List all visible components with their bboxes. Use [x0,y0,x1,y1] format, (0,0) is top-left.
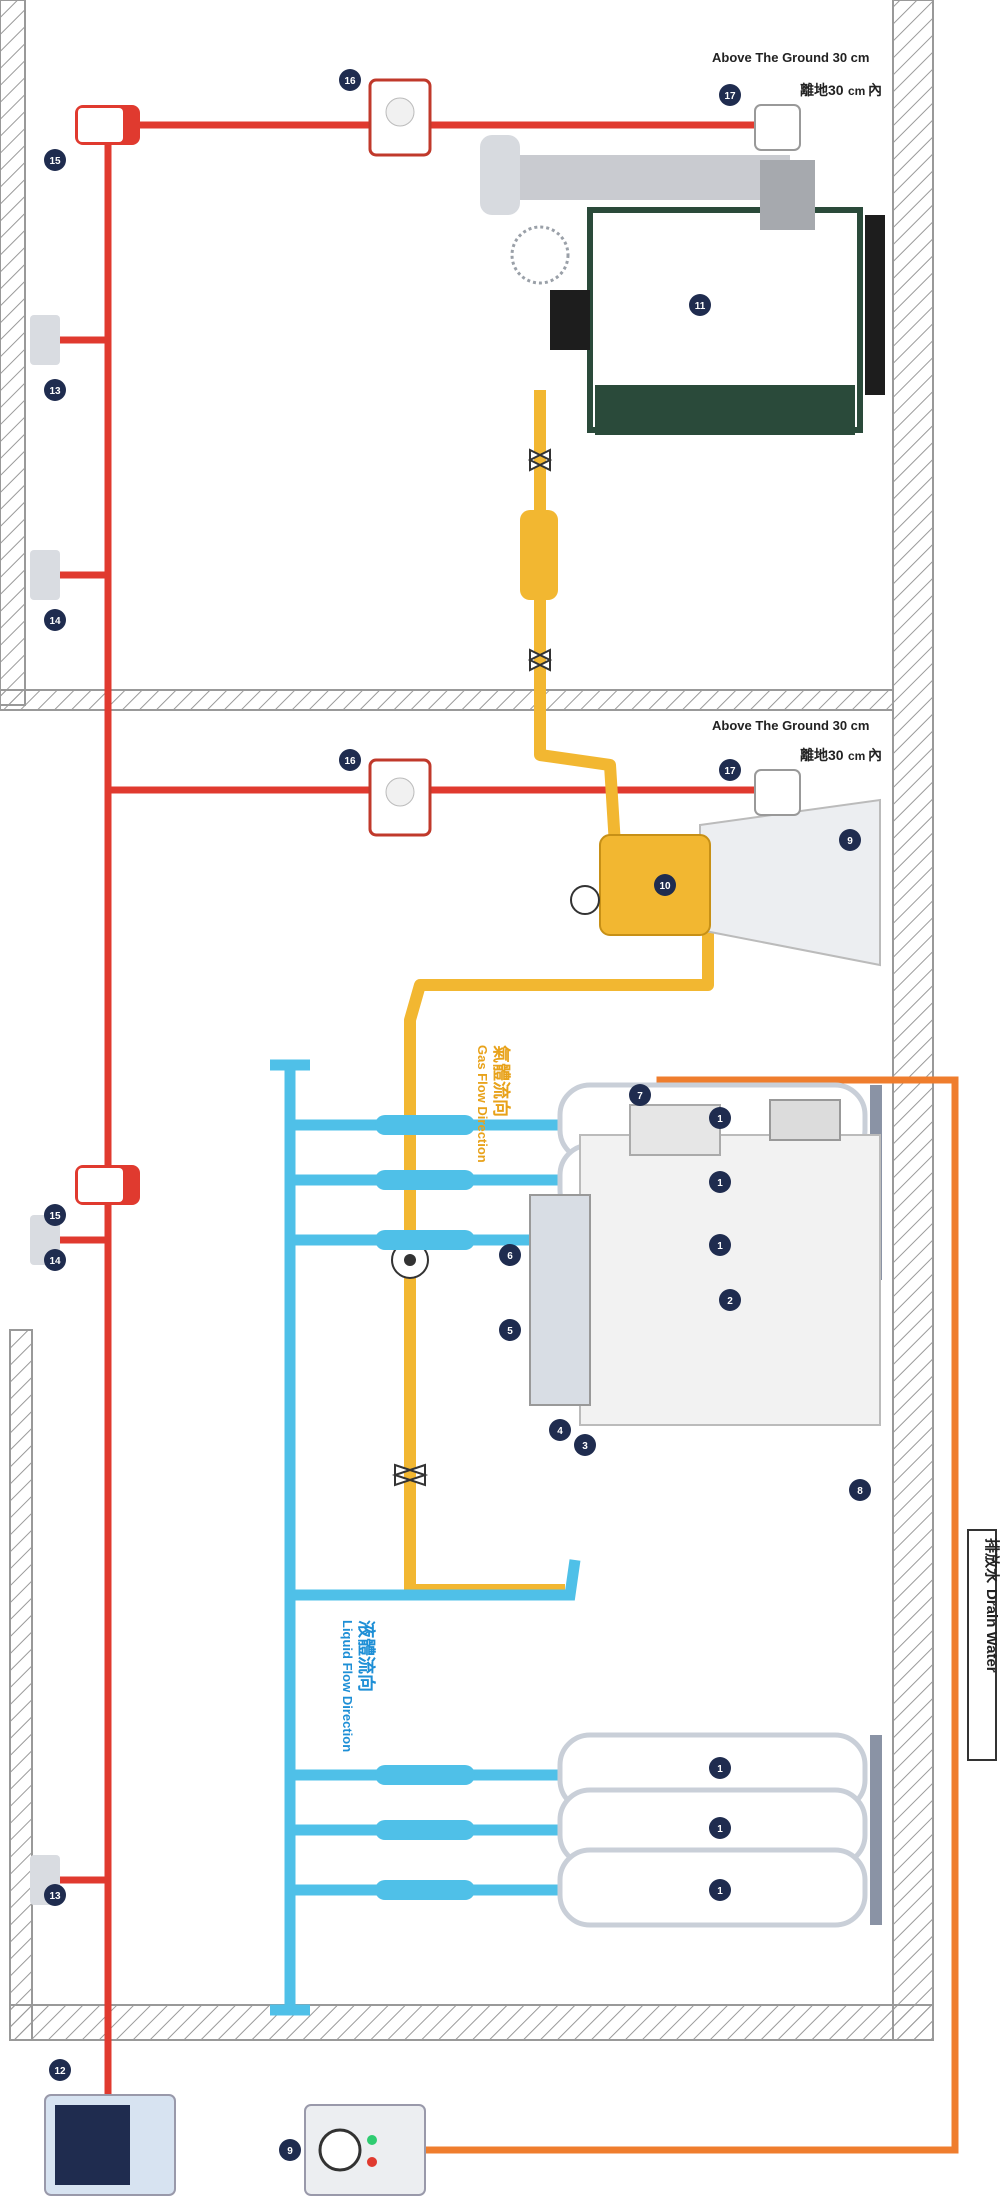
badge-cylinder: 1 [709,1817,731,1839]
badge-controller: 7 [629,1084,651,1106]
boiler [480,135,885,435]
svg-text:內: 內 [868,747,882,763]
svg-text:1: 1 [717,1178,723,1189]
badge-cylinder: 1 [709,1757,731,1779]
svg-text:5: 5 [507,1326,513,1337]
upper-room-floor [0,689,894,711]
svg-text:內: 內 [868,82,882,98]
svg-text:1: 1 [717,1241,723,1252]
badge-boiler: 11 [689,294,711,316]
badge-relief-right: 9 [839,829,861,851]
lower-room-wall-left [9,1329,33,2041]
badge-shutoff-15: 15 [44,1204,66,1226]
svg-text:11: 11 [695,301,706,312]
device-sensor-17-mid [754,769,801,816]
svg-text:7: 7 [637,1091,643,1102]
svg-text:15: 15 [49,1211,61,1222]
badge-cylinder: 1 [709,1107,731,1129]
svg-text:6: 6 [507,1251,513,1262]
svg-text:2: 2 [727,1296,733,1307]
upper-room-wall-left [0,0,26,706]
height-label-mid: 離地 30 cm 內 [800,747,882,763]
badge-cylinder: 1 [709,1171,731,1193]
device-sensor-17-top [754,104,801,151]
svg-text:14: 14 [49,1256,61,1267]
svg-text:9: 9 [287,2146,293,2157]
drain-unit-9 [304,2104,426,2196]
badge-cylinder: 1 [709,1879,731,1901]
svg-text:17: 17 [724,91,736,102]
gas-flow-zh: 氣體流向 [491,1045,512,1117]
svg-text:3: 3 [582,1441,588,1452]
svg-text:離地: 離地 [800,747,828,763]
svg-text:17: 17 [724,766,736,777]
badge-relief-5: 5 [499,1319,521,1341]
number-badges: 1111112345678910111213131414151516161717… [44,69,871,2161]
svg-text:1: 1 [717,1886,723,1897]
above-ground-label-top: Above The Ground 30 cm [712,50,869,65]
gas-fittings [391,448,558,1487]
svg-text:4: 4 [557,1426,563,1437]
svg-text:13: 13 [49,1891,61,1902]
liquid-flow-en: Liquid Flow Direction [340,1620,355,1752]
gas-detectors [30,315,60,1905]
right-wall [892,0,934,2041]
liquid-flow-zh: 液體流向 [356,1620,377,1692]
text-labels: Above The Ground 30 cm Above The Ground … [340,50,1001,1761]
device-alarm-16-mid [368,758,432,837]
svg-text:16: 16 [344,76,356,87]
device-shutoff-15-mid [75,1165,140,1205]
badge-detector-13: 13 [44,1884,66,1906]
svg-text:30: 30 [828,82,844,98]
badge-liquid-inlet: 3 [574,1434,596,1456]
svg-text:14: 14 [49,616,61,627]
badge-detector-14: 14 [44,609,66,631]
badge-vaporizer: 2 [719,1289,741,1311]
svg-text:10: 10 [659,881,671,892]
badge-regulator: 10 [654,874,676,896]
badge-alarm-16: 16 [339,749,361,771]
svg-text:離地: 離地 [800,82,828,98]
svg-text:9: 9 [847,836,853,847]
svg-text:12: 12 [54,2066,66,2077]
badge-detector-13: 13 [44,379,66,401]
vaporizer [529,1099,881,1426]
svg-text:15: 15 [49,156,61,167]
badge-drain-unit: 9 [279,2139,301,2161]
badge-control-panel: 12 [49,2059,71,2081]
svg-text:1: 1 [717,1114,723,1125]
svg-text:1: 1 [717,1764,723,1775]
badge-cylinder: 1 [709,1234,731,1256]
above-ground-label-mid: Above The Ground 30 cm [712,718,869,733]
svg-text:16: 16 [344,756,356,767]
signal-lines [60,121,760,2095]
device-alarm-16-top [368,78,432,157]
svg-text:cm: cm [848,84,865,98]
svg-text:8: 8 [857,1486,863,1497]
badge-gas-outlet: 4 [549,1419,571,1441]
badge-detector-14: 14 [44,1249,66,1271]
svg-text:cm: cm [848,749,865,763]
bottom-wall [9,2004,934,2041]
gas-flow-en: Gas Flow Direction [475,1045,490,1163]
badge-sensor-17: 17 [719,759,741,781]
badge-alarm-16: 16 [339,69,361,91]
walls [0,0,934,2041]
badge-drain-valve: 8 [849,1479,871,1501]
svg-text:1: 1 [717,1824,723,1835]
drain-water-label: 排放水Drain Water [983,1538,1001,1673]
svg-text:30: 30 [828,747,844,763]
device-shutoff-15-top [75,105,140,145]
height-label-top: 離地 30 cm 內 [800,82,882,98]
control-panel-12 [44,2094,176,2196]
svg-text:13: 13 [49,386,61,397]
badge-sensor-17: 17 [719,84,741,106]
flex-hoses [375,1115,475,1900]
badge-shutoff-15: 15 [44,149,66,171]
badge-relief-6: 6 [499,1244,521,1266]
